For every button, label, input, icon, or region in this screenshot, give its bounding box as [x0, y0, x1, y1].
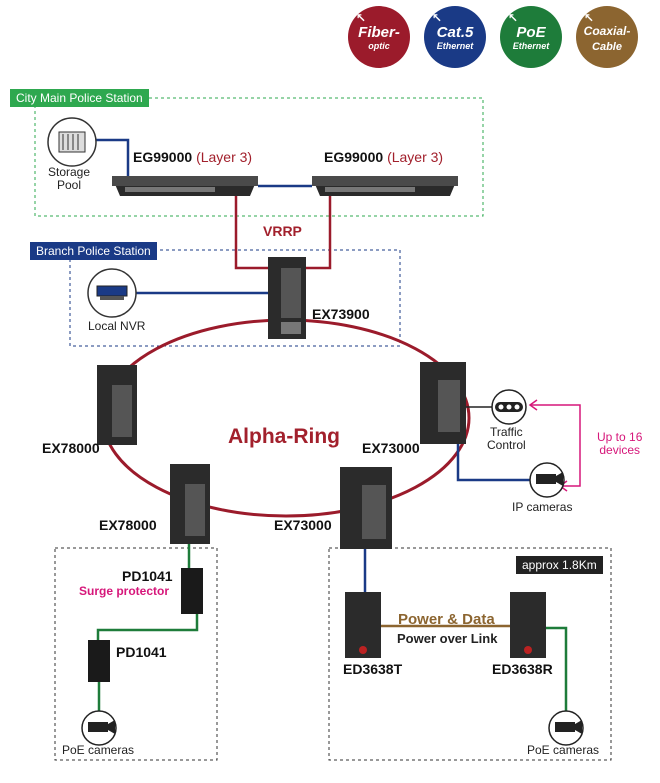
eg99000-left-label: EG99000 (Layer 3): [133, 149, 253, 165]
ex73900-label: EX73900: [312, 306, 370, 322]
poe-camera-right-icon: [548, 710, 584, 746]
legend-coaxial: ↖ Coaxial- Cable: [576, 6, 638, 68]
legend-coax-line2: Cable: [592, 41, 622, 53]
poe-cameras-right-label: PoE cameras: [527, 743, 600, 757]
fiber-links: [234, 196, 332, 270]
link-word: Link: [470, 631, 498, 646]
over-word: over: [439, 631, 468, 646]
main-station-zone: [34, 97, 484, 217]
arrow-icon: ↖: [432, 11, 443, 25]
vrrp-label: VRRP: [263, 223, 302, 239]
up-to-label: Up to 16 devices: [597, 430, 643, 458]
legend-fiber-line1: Fiber-: [358, 24, 400, 41]
legend-poe-line1: PoE: [516, 24, 546, 41]
poe-cameras-left-label: PoE cameras: [62, 743, 135, 757]
ex73000-bottom-switch: [340, 467, 392, 549]
right-camera-zone: [328, 547, 612, 761]
ex78000-bottom-switch: [170, 464, 210, 544]
eg99000-left-switch: [112, 176, 258, 196]
ed3638t-device: [345, 592, 381, 658]
local-nvr-label: Local NVR: [88, 319, 146, 333]
ex78000-top-label: EX78000: [42, 440, 100, 456]
storage-pool-icon: [47, 117, 97, 167]
arrow-icon: ↖: [356, 11, 367, 25]
alpha-ring: [101, 318, 471, 518]
eg99000-left-model: EG99000: [133, 149, 193, 165]
ex73000-right-label: EX73000: [362, 440, 420, 456]
power-data-label: Power & Data: [398, 611, 495, 628]
legend-fiber-line2: optic: [368, 41, 390, 51]
power-over-link-label: Power over Link: [397, 631, 498, 646]
ex78000-bottom-label: EX78000: [99, 517, 157, 533]
ex78000-top-switch: [97, 365, 137, 445]
legend-coax-line1: Coaxial-: [583, 24, 631, 38]
legend-cat5-line2: Ethernet: [436, 41, 474, 51]
eg99000-right-model: EG99000: [324, 149, 384, 165]
poe-camera-left-icon: [81, 710, 117, 746]
ex73900-switch: [268, 257, 306, 339]
eg99000-right-switch: [312, 176, 458, 196]
legend-cat5-line1: Cat.5: [436, 24, 474, 41]
ed3638t-label: ED3638T: [343, 661, 403, 677]
eg99000-right-layer: (Layer 3): [387, 149, 444, 165]
storage-pool-label: Storage Pool: [48, 165, 91, 193]
pd1041-bottom-device: [88, 640, 110, 682]
ed3638r-label: ED3638R: [492, 661, 553, 677]
traffic-control-icon: [491, 389, 527, 425]
legend-poe-line2: Ethernet: [512, 41, 550, 51]
ip-camera-icon: [529, 462, 565, 498]
ex73000-bottom-label: EX73000: [274, 517, 332, 533]
main-station-header: City Main Police Station: [10, 89, 149, 107]
branch-station-header: Branch Police Station: [30, 242, 157, 260]
eg99000-left-layer: (Layer 3): [196, 149, 253, 165]
pd1041-bottom-label: PD1041: [116, 644, 167, 660]
ex73000-right-switch: [420, 362, 466, 444]
legend-cat5: ↖ Cat.5 Ethernet: [424, 6, 486, 68]
surge-protector-label: Surge protector: [79, 584, 170, 598]
distance-header: approx 1.8Km: [516, 556, 603, 574]
local-nvr-icon: [87, 268, 137, 318]
legend-fiber-optic: ↖ Fiber- optic: [348, 6, 410, 68]
ed3638r-device: [510, 592, 546, 658]
traffic-control-label: Traffic Control: [487, 425, 526, 453]
arrow-icon: ↖: [508, 11, 519, 25]
ip-cameras-label: IP cameras: [512, 500, 573, 514]
left-camera-zone: [54, 547, 218, 761]
legend-poe: ↖ PoE Ethernet: [500, 6, 562, 68]
eg99000-right-label: EG99000 (Layer 3): [324, 149, 444, 165]
alpha-ring-label: Alpha-Ring: [228, 425, 340, 448]
pd1041-top-label: PD1041: [122, 568, 173, 584]
pd1041-top-device: [181, 568, 203, 614]
arrow-icon: ↖: [584, 11, 595, 25]
cat5-links: [95, 138, 535, 592]
power-word: Power: [397, 631, 437, 646]
